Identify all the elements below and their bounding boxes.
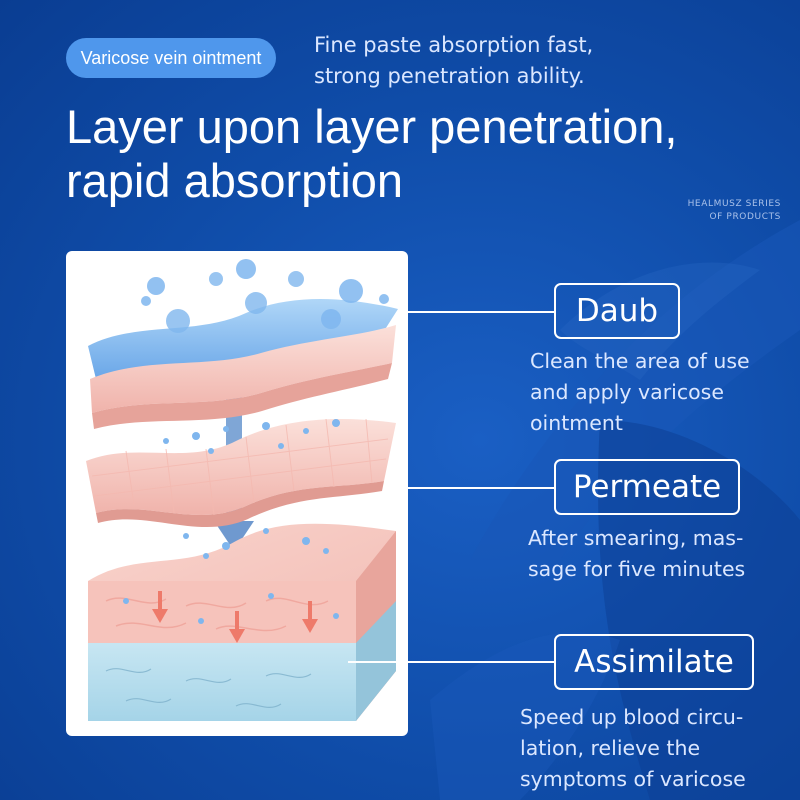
step-permeate-desc-line-2: sage for five minutes bbox=[528, 557, 746, 581]
step-assimilate-title: Assimilate bbox=[574, 644, 734, 680]
tagline-line-1: Fine paste absorption fast, bbox=[314, 33, 594, 57]
series-label: HEALMUSZ SERIES OF PRODUCTS bbox=[688, 198, 781, 224]
connector-permeate bbox=[408, 487, 554, 489]
series-line-2: OF PRODUCTS bbox=[709, 212, 781, 222]
step-daub-label: Daub bbox=[554, 283, 680, 339]
step-daub-desc-line-3: ointment bbox=[530, 411, 623, 435]
step-daub-title: Daub bbox=[575, 293, 659, 329]
product-badge-label: Varicose vein ointment bbox=[80, 47, 262, 68]
step-daub-desc-line-1: Clean the area of use bbox=[530, 349, 750, 373]
headline-line-2: rapid absorption bbox=[66, 154, 404, 207]
step-daub-description: Clean the area of use and apply varicose… bbox=[530, 346, 750, 439]
step-permeate-desc-line-1: After smearing, mas- bbox=[528, 526, 744, 550]
headline-line-1: Layer upon layer penetration, bbox=[66, 100, 678, 153]
step-permeate-title: Permeate bbox=[572, 469, 722, 505]
step-daub-desc-line-2: and apply varicose bbox=[530, 380, 724, 404]
absorption-arrows bbox=[152, 591, 318, 643]
step-assimilate-label: Assimilate bbox=[554, 634, 754, 690]
skin-layers-illustration bbox=[66, 251, 408, 736]
step-assimilate-description: Speed up blood circu- lation, relieve th… bbox=[520, 702, 746, 795]
headline: Layer upon layer penetration, rapid abso… bbox=[66, 100, 786, 208]
tagline-line-2: strong penetration ability. bbox=[314, 64, 585, 88]
connector-assimilate bbox=[348, 661, 554, 663]
step-assimilate-desc-line-3: symptoms of varicose bbox=[520, 767, 746, 791]
step-assimilate-desc-line-2: lation, relieve the bbox=[520, 736, 701, 760]
ointment-particles bbox=[123, 259, 389, 624]
connector-daub bbox=[408, 311, 554, 313]
tagline: Fine paste absorption fast, strong penet… bbox=[314, 30, 593, 92]
epidermis-layer bbox=[86, 418, 396, 527]
dermis-block bbox=[88, 523, 396, 721]
product-badge: Varicose vein ointment bbox=[66, 38, 276, 78]
step-assimilate-desc-line-1: Speed up blood circu- bbox=[520, 705, 744, 729]
ointment-layer bbox=[88, 298, 398, 429]
step-permeate-label: Permeate bbox=[554, 459, 740, 515]
series-line-1: HEALMUSZ SERIES bbox=[687, 199, 781, 209]
step-permeate-description: After smearing, mas- sage for five minut… bbox=[528, 523, 745, 585]
skin-layers-graphic bbox=[86, 259, 398, 721]
